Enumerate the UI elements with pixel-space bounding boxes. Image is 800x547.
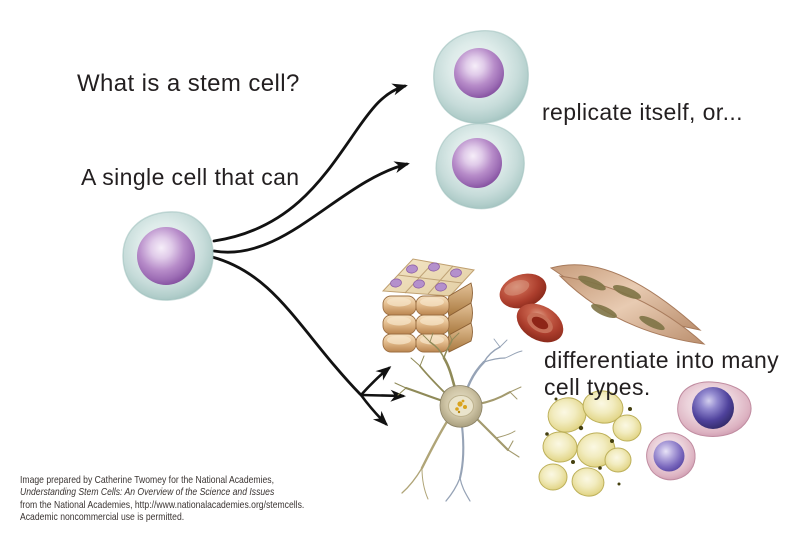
epithelial-nuclei <box>390 262 462 292</box>
arrow-to-top-replicate-cell <box>212 83 408 243</box>
arrows <box>210 83 410 427</box>
arrow-curve-differentiate <box>210 255 362 396</box>
muscle-nuclei <box>578 275 665 331</box>
page-title: What is a stem cell? <box>77 70 300 97</box>
replicated-stem-cell-bottom-illustration <box>426 113 534 219</box>
differentiate-label: differentiate into many cell types. <box>544 347 779 401</box>
epithelial-tissue-illustration <box>381 258 475 353</box>
attribution-line1: Image prepared by Catherine Twomey for t… <box>20 474 274 486</box>
stem-cell-nucleus <box>137 227 195 285</box>
arrow-branch-up <box>359 366 392 397</box>
stem-cell-illustration <box>122 211 214 301</box>
subtitle-text: A single cell that can <box>81 164 300 190</box>
differentiate-label-line1: differentiate into many <box>544 347 780 373</box>
white-blood-cells-illustration <box>646 381 752 481</box>
attribution-text: Image prepared by Catherine Twomey for t… <box>20 474 304 524</box>
red-blood-cells-illustration <box>499 273 564 343</box>
arrow-branch-down <box>359 393 389 427</box>
attribution-line2: Understanding Stem Cells: An Overview of… <box>20 486 275 499</box>
neuron-nucleolus <box>455 399 467 414</box>
replicate-label: replicate itself, or... <box>542 99 743 125</box>
smooth-muscle-cells-illustration <box>549 264 706 345</box>
differentiate-label-line2: cell types. <box>544 374 651 400</box>
attribution-line4: Academic noncommercial use is permitted. <box>20 511 185 524</box>
attribution-line3: from the National Academies, http://www.… <box>20 498 305 511</box>
neuron-illustration <box>394 330 523 502</box>
fat-cells-illustration <box>538 390 642 497</box>
arrow-to-bottom-replicate-cell <box>212 161 410 254</box>
replicated-stem-cell-top-illustration <box>433 29 529 125</box>
fat-cell-junction-dots <box>545 397 632 486</box>
arrow-branch-right <box>359 389 406 402</box>
